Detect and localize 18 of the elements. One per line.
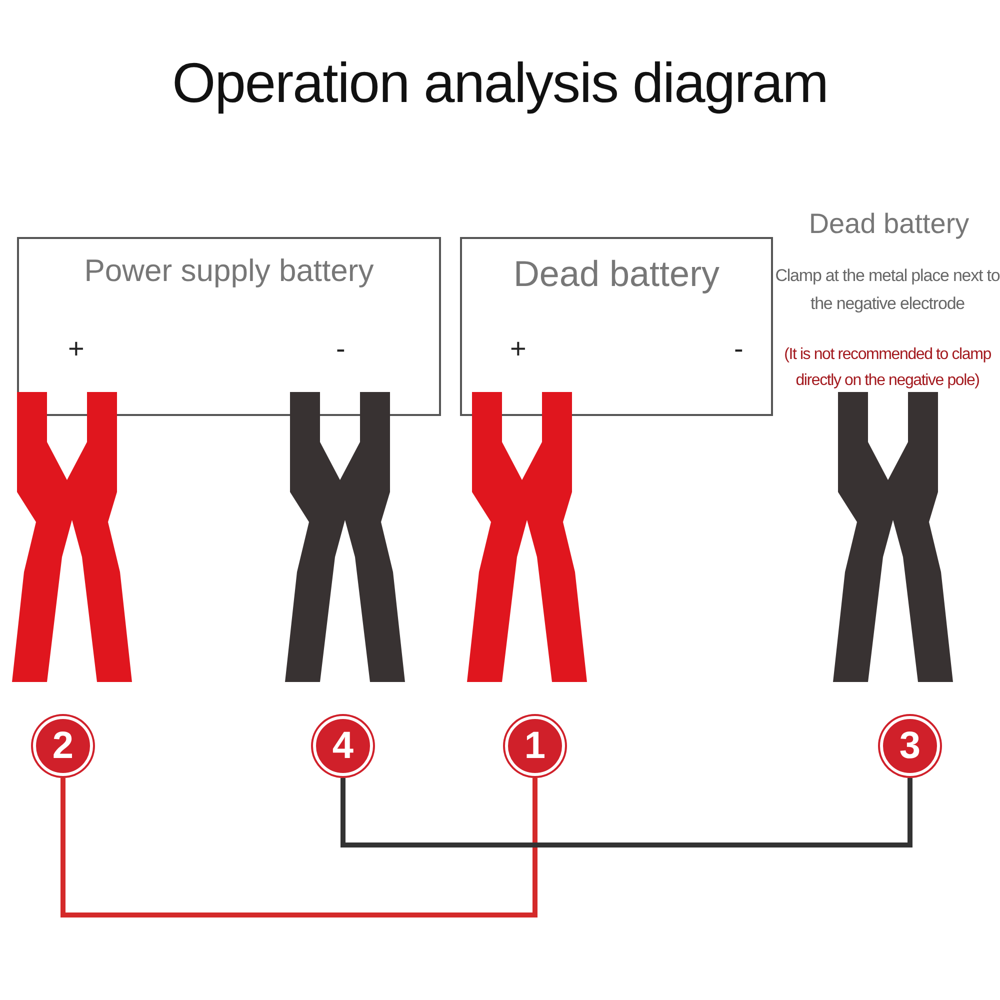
battery-label: Dead battery [512,253,721,295]
warning-note: (It is not recommended to clamp directly on the negative pole) [783,345,992,391]
battery-label: Power supply battery [83,253,375,289]
number-badge: 2 [33,716,93,776]
battery-box [17,237,441,416]
polarity-sign: - [734,333,744,365]
side-heading: Dead battery [808,208,970,240]
number-badge: 1 [505,716,565,776]
polarity-sign: - [336,333,346,365]
diagram-title: Operation analysis diagram [171,50,829,115]
number-badge: 4 [313,716,373,776]
instruction-note: Clamp at the metal place next to the negative electrode [775,265,1000,315]
wire [340,778,912,848]
polarity-sign: + [510,333,526,365]
polarity-sign: + [68,333,84,365]
wire [60,778,538,918]
battery-box [460,237,773,416]
number-badge: 3 [880,716,940,776]
